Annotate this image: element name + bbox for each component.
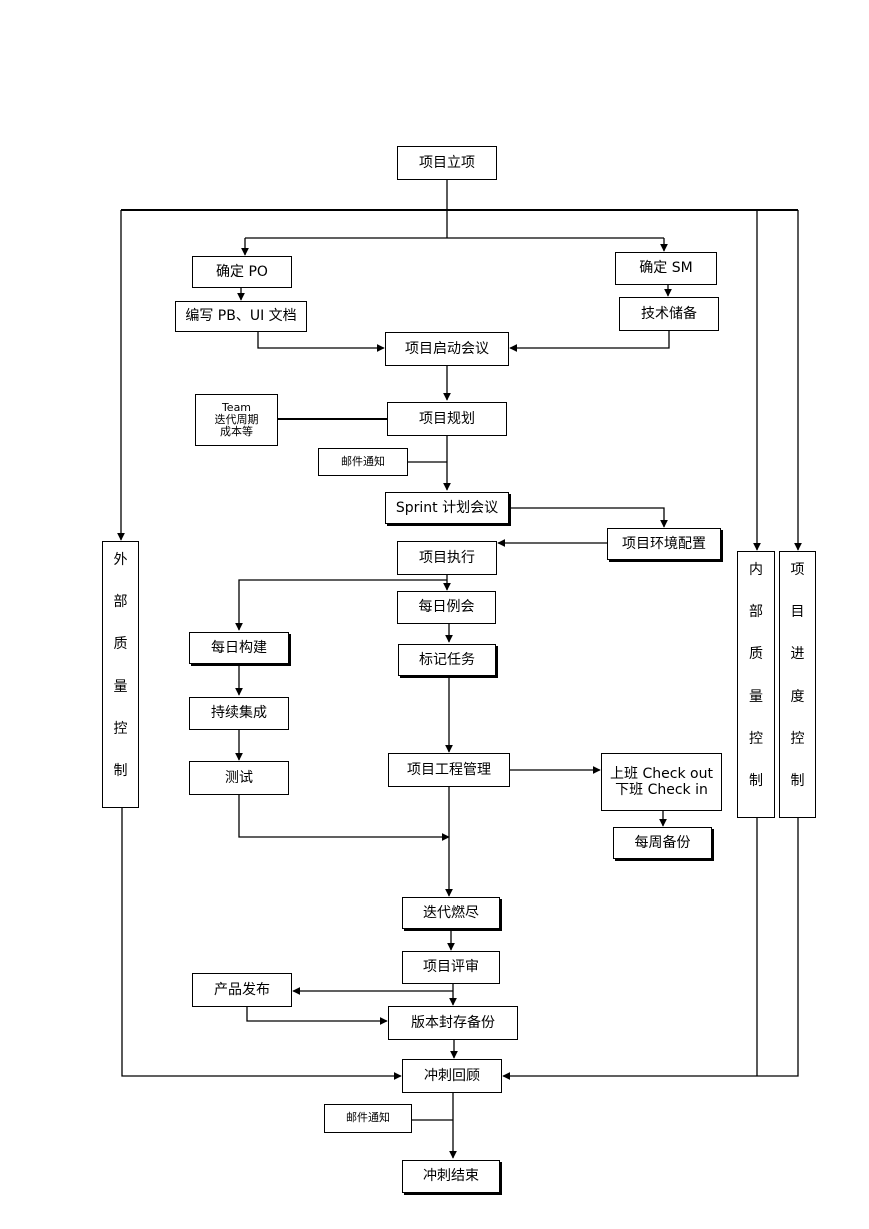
node-project-init: 项目立项 (397, 146, 497, 180)
bar-char: 质 (749, 646, 763, 663)
node-sprint-meeting: Sprint 计划会议 (385, 492, 509, 524)
bar-char: 控 (113, 720, 128, 737)
arrow-test-merge (238, 795, 450, 841)
node-sprint-end: 冲刺结束 (402, 1160, 500, 1193)
node-define-po: 确定 PO (192, 256, 292, 288)
bar-char: 量 (749, 688, 763, 705)
node-release: 产品发布 (192, 973, 292, 1007)
bar-progress-control: 项 目 进 度 控 制 (779, 551, 816, 818)
node-daily-meeting: 每日例会 (397, 591, 496, 624)
bar-char: 目 (790, 604, 805, 621)
bar-char: 制 (790, 772, 805, 789)
bar-char: 部 (113, 594, 128, 611)
bar-external-qc: 外 部 质 量 控 制 (102, 541, 139, 808)
node-team-info: Team 迭代周期 成本等 (195, 394, 278, 446)
node-ci: 持续集成 (189, 697, 289, 730)
arrow-progress-retro (502, 818, 799, 1080)
node-weekly-backup: 每周备份 (613, 827, 712, 859)
node-burndown: 迭代燃尽 (402, 897, 500, 929)
node-execution: 项目执行 (397, 541, 497, 575)
node-check-in-out: 上班 Check out 下班 Check in (601, 753, 722, 811)
arrow-tech-kickoff (509, 331, 670, 352)
arrow-docs-kickoff (257, 332, 385, 352)
node-eng-management: 项目工程管理 (388, 753, 510, 787)
bar-internal-qc: 内 部 质 量 控 制 (737, 551, 775, 818)
node-planning: 项目规划 (387, 402, 507, 436)
node-daily-build: 每日构建 (189, 632, 289, 664)
bar-char: 度 (790, 688, 805, 705)
node-review: 项目评审 (402, 951, 500, 984)
bar-char: 量 (113, 678, 128, 695)
bar-char: 控 (749, 730, 763, 747)
arrow-release-archive (246, 1007, 388, 1025)
bar-char: 项 (790, 562, 805, 579)
bar-char: 制 (749, 772, 763, 789)
bar-char: 质 (113, 636, 128, 653)
node-email-notice-1: 邮件通知 (318, 448, 408, 476)
node-kickoff: 项目启动会议 (385, 332, 509, 366)
node-define-sm: 确定 SM (615, 252, 717, 285)
node-tech-reserve: 技术储备 (619, 297, 719, 331)
node-test: 测试 (189, 761, 289, 795)
node-retrospective: 冲刺回顾 (402, 1059, 502, 1093)
arrow-exec-build (235, 579, 447, 631)
node-email-notice-2: 邮件通知 (324, 1104, 412, 1133)
bar-char: 控 (790, 730, 805, 747)
node-env-config: 项目环境配置 (607, 528, 721, 560)
arrow-sprint-env (510, 507, 668, 528)
bar-char: 制 (113, 762, 128, 779)
bar-char: 外 (113, 552, 128, 569)
bar-char: 内 (749, 562, 763, 579)
arrow-external-retro (121, 808, 402, 1080)
bar-char: 部 (749, 604, 763, 621)
node-write-docs: 编写 PB、UI 文档 (175, 301, 307, 332)
node-mark-tasks: 标记任务 (398, 644, 496, 676)
node-version-archive: 版本封存备份 (388, 1006, 518, 1040)
bar-char: 进 (790, 646, 805, 663)
